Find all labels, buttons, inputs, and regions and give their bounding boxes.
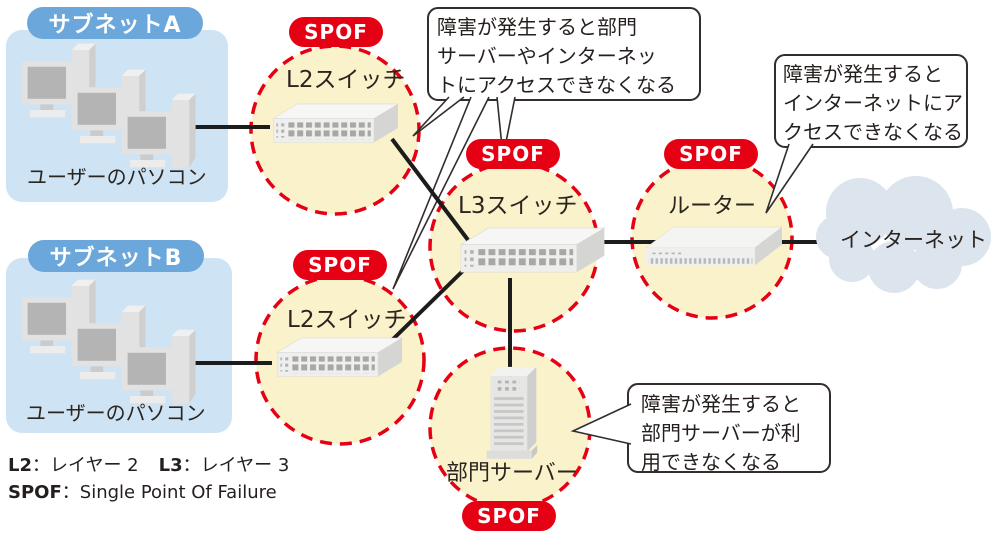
l2-switch-b-icon (276, 337, 403, 377)
internet-cloud-icon (816, 176, 991, 293)
server-icon (486, 366, 538, 459)
l2-switch-a-icon (272, 103, 399, 143)
callout-top-tail-to-l2b (392, 96, 490, 290)
callout-bottom-box (627, 383, 831, 473)
callout-top-box (427, 7, 701, 101)
link-l2b-l3 (386, 260, 474, 346)
callout-right-box (774, 54, 968, 148)
callout-right-tail-to-router (765, 143, 814, 214)
callout-top-tail-to-l2a (412, 96, 465, 137)
l3-switch-icon (460, 227, 605, 273)
link-l2a-l3 (390, 137, 470, 242)
router-icon (645, 226, 783, 266)
callout-top-tail-to-l3 (496, 96, 516, 158)
callout-bottom-tail-to-server (570, 403, 632, 445)
